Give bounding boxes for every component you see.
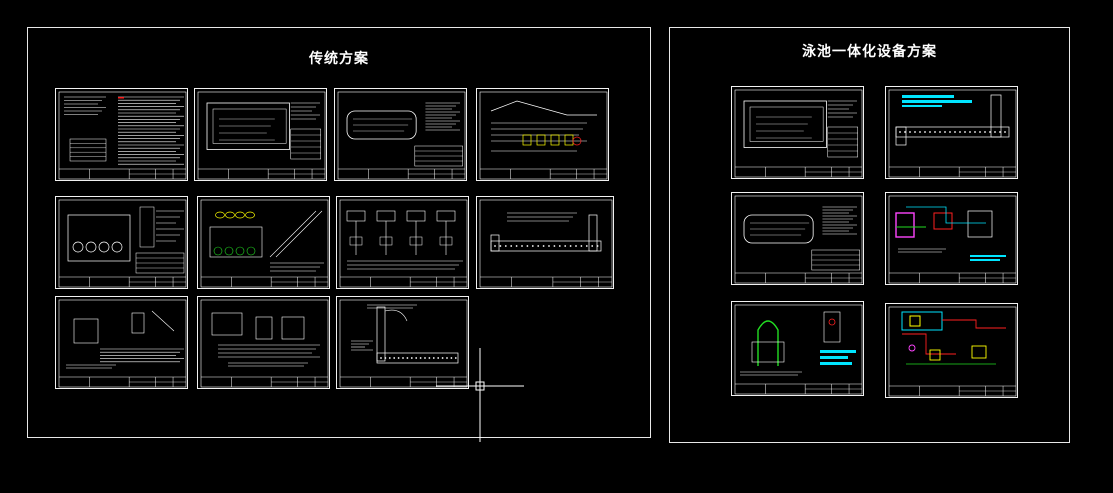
sheet-drawing bbox=[734, 195, 863, 284]
drawing-sheet-thumbnail bbox=[334, 88, 467, 181]
sheet-drawing bbox=[337, 91, 466, 180]
sheet-drawing bbox=[888, 89, 1017, 178]
drawing-sheet-thumbnail bbox=[55, 196, 188, 289]
sheet-drawing bbox=[200, 299, 329, 388]
drawing-sheet-thumbnail bbox=[476, 196, 614, 289]
drawing-sheet-thumbnail bbox=[731, 86, 864, 179]
traditional-scheme-panel: 传统方案 bbox=[27, 27, 651, 438]
sheet-drawing bbox=[479, 199, 613, 288]
drawing-sheet-thumbnail bbox=[197, 296, 330, 389]
drawing-sheet-thumbnail bbox=[197, 196, 330, 289]
sheet-drawing bbox=[58, 199, 187, 288]
drawing-sheet-thumbnail bbox=[731, 192, 864, 285]
drawing-sheet-thumbnail bbox=[336, 296, 469, 389]
traditional-scheme-title: 传统方案 bbox=[309, 51, 369, 67]
sheet-drawing bbox=[734, 89, 863, 178]
drawing-sheet-thumbnail bbox=[55, 88, 188, 181]
drawing-sheet-thumbnail bbox=[336, 196, 469, 289]
drawing-sheet-thumbnail bbox=[885, 303, 1018, 398]
drawing-sheet-thumbnail bbox=[194, 88, 327, 181]
integrated-scheme-panel: 泳池一体化设备方案 bbox=[669, 27, 1070, 443]
drawing-sheet-thumbnail bbox=[55, 296, 188, 389]
sheet-drawing bbox=[734, 304, 863, 395]
integrated-scheme-title: 泳池一体化设备方案 bbox=[802, 44, 937, 60]
sheet-drawing bbox=[339, 199, 468, 288]
drawing-sheet-thumbnail bbox=[885, 86, 1018, 179]
sheet-drawing bbox=[888, 306, 1017, 397]
sheet-drawing bbox=[58, 91, 187, 180]
sheet-drawing bbox=[58, 299, 187, 388]
sheet-drawing bbox=[200, 199, 329, 288]
sheet-drawing bbox=[479, 91, 608, 180]
drawing-sheet-thumbnail bbox=[476, 88, 609, 181]
drawing-sheet-thumbnail bbox=[885, 192, 1018, 285]
sheet-drawing bbox=[888, 195, 1017, 284]
drawing-sheet-thumbnail bbox=[731, 301, 864, 396]
sheet-drawing bbox=[197, 91, 326, 180]
sheet-drawing bbox=[339, 299, 468, 388]
crosshair-cursor-icon bbox=[436, 348, 524, 442]
